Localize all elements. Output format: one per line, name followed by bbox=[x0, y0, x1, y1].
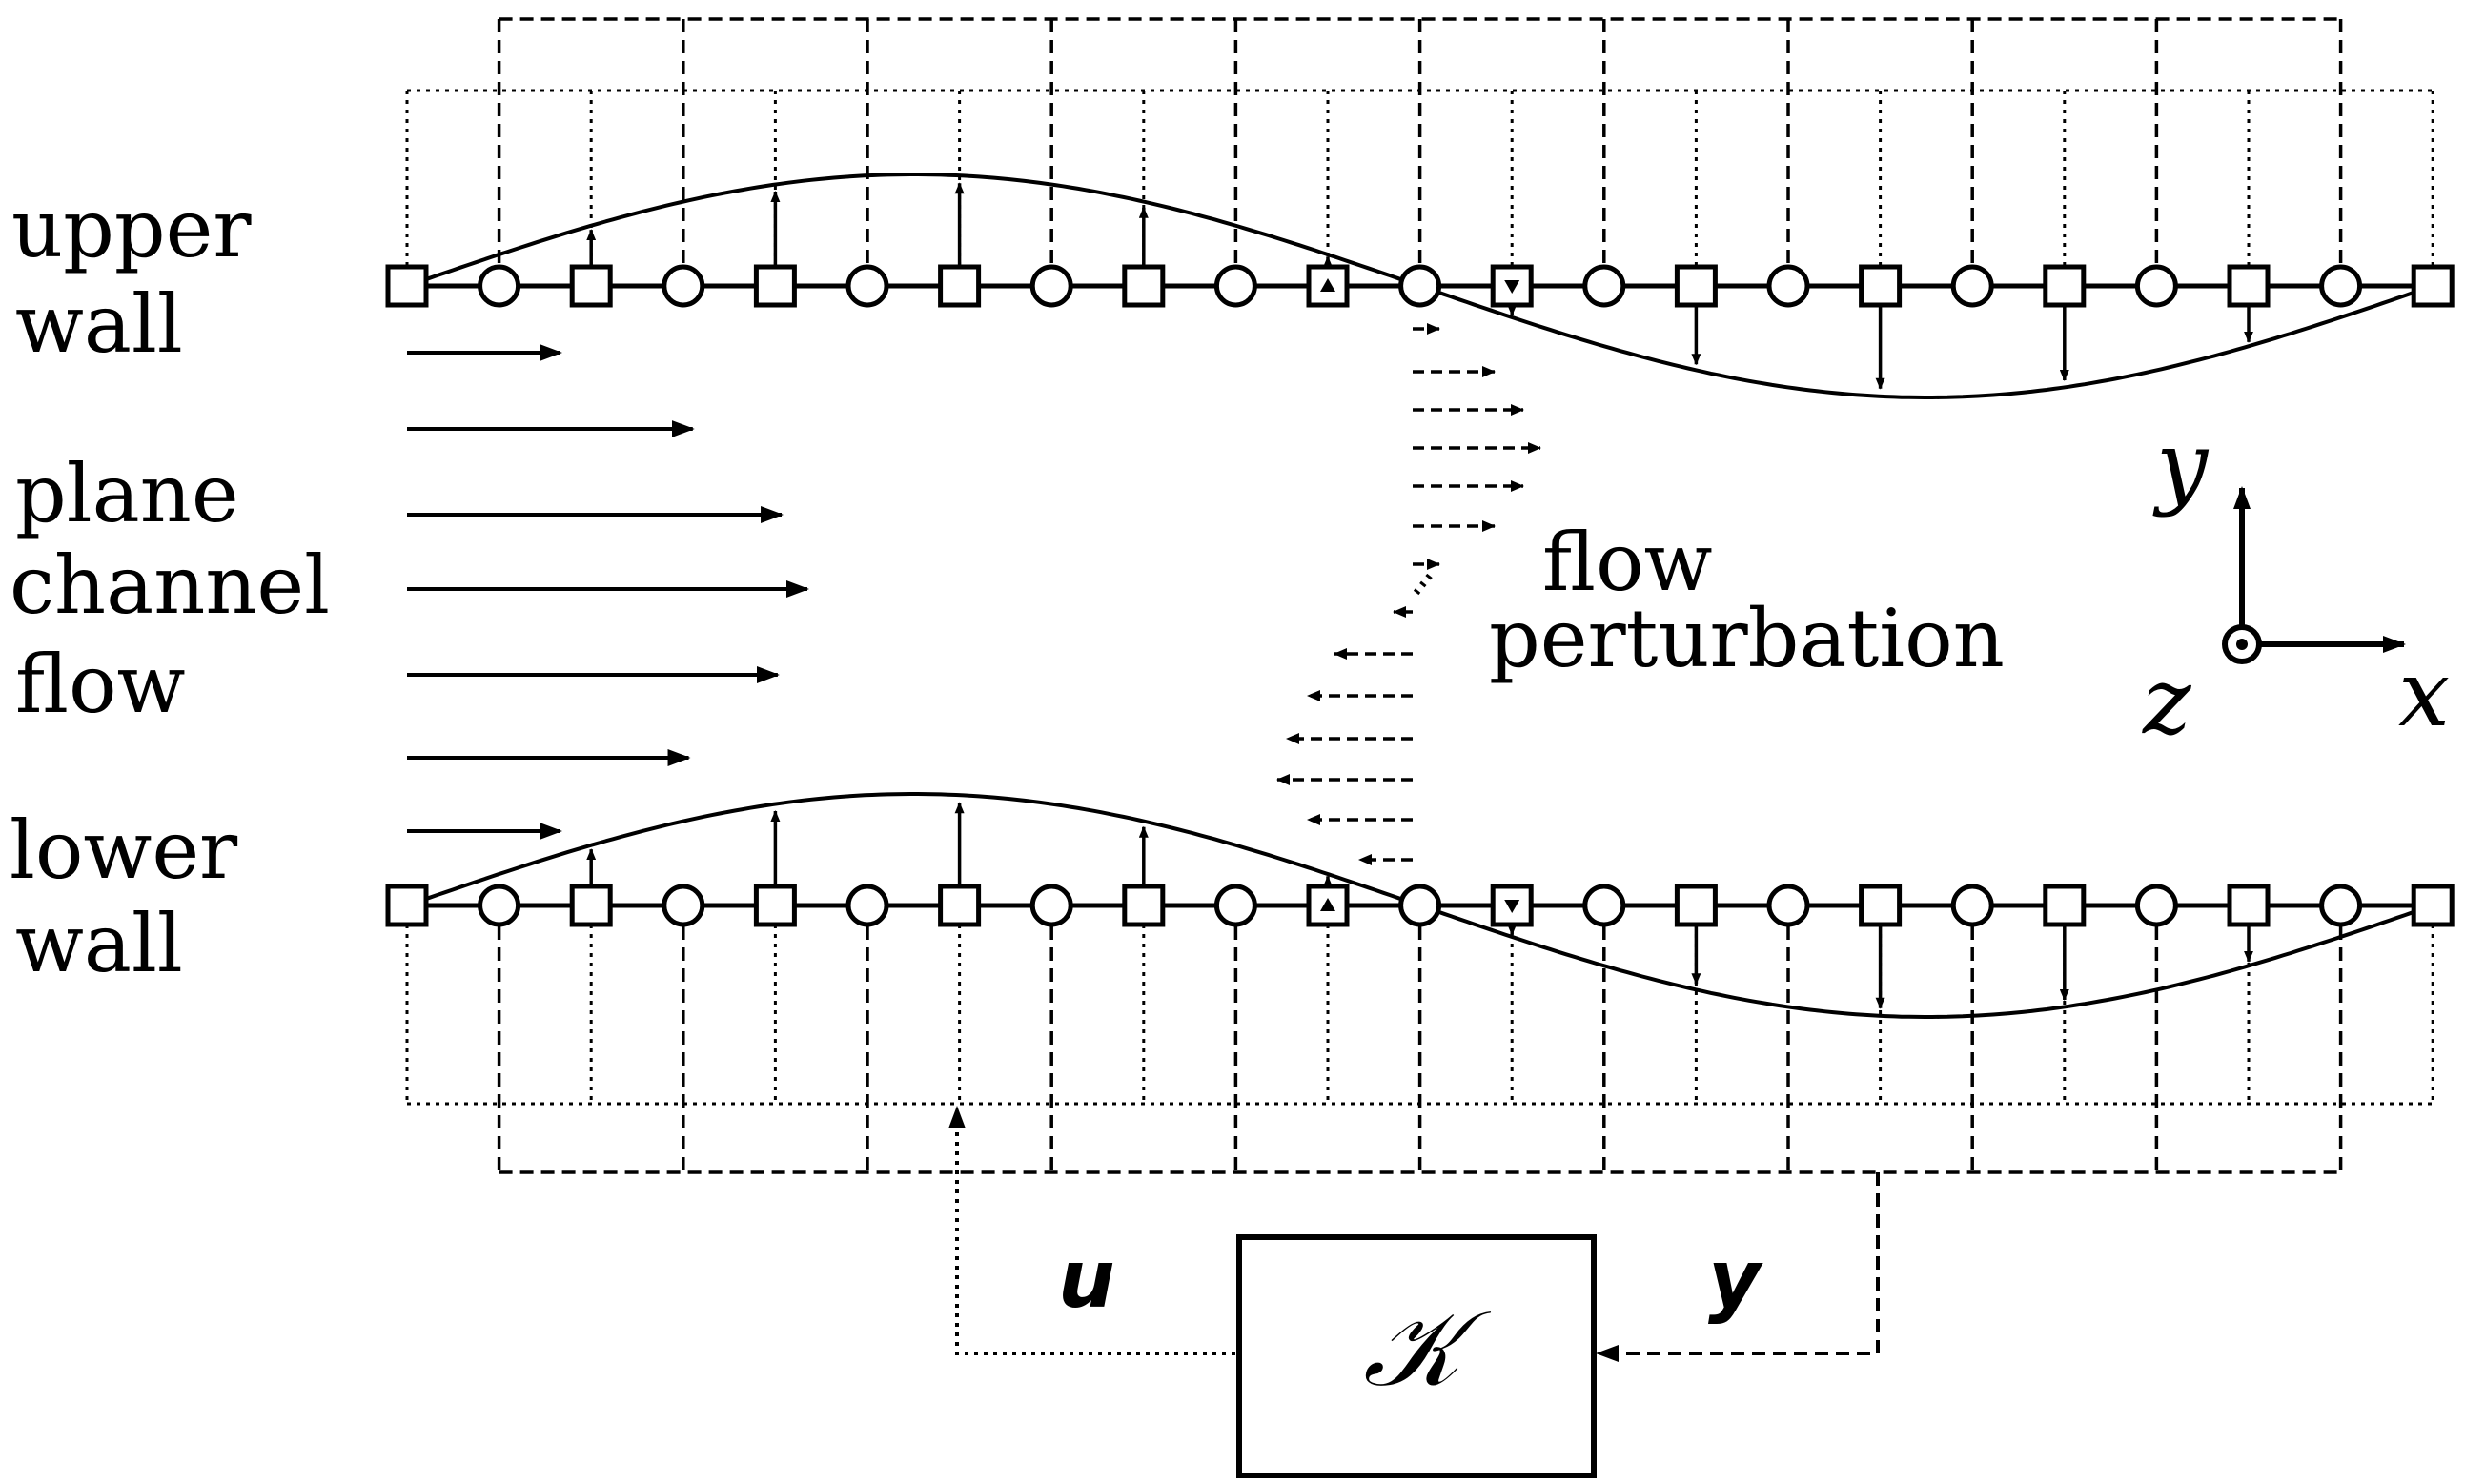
flow-perturbation-arrows bbox=[1276, 323, 1541, 865]
label-flow-perturbation-1: flow bbox=[1542, 516, 1713, 609]
upper-actuator-square bbox=[1122, 264, 1166, 308]
lower-actuator-square bbox=[2043, 884, 2087, 927]
lower-actuator-square bbox=[385, 884, 429, 927]
label-lower: lower bbox=[10, 803, 238, 897]
lower-sensor-circle bbox=[2134, 884, 2178, 927]
lower-sensor-circle bbox=[1398, 884, 1442, 927]
channel-walls bbox=[407, 283, 2434, 908]
crossing-tick bbox=[1504, 900, 1520, 913]
upper-actuator-square bbox=[1859, 264, 1903, 308]
lower-sensor-circle bbox=[478, 884, 521, 927]
upper-sensor-circle bbox=[662, 264, 705, 308]
upper-sensor-circle bbox=[1398, 264, 1442, 308]
upper-actuator-square bbox=[938, 264, 982, 308]
upper-actuator-square bbox=[2227, 264, 2271, 308]
signal-label-u: u bbox=[1058, 1232, 1115, 1326]
controller-symbol: 𝒦 bbox=[1363, 1288, 1461, 1410]
lower-sensor-circle bbox=[1213, 884, 1257, 927]
upper-sensor-circle bbox=[1582, 264, 1626, 308]
upper-sensor-circle bbox=[2319, 264, 2363, 308]
lower-sensor-circle bbox=[845, 884, 889, 927]
lower-sensor-circle bbox=[1029, 884, 1073, 927]
upper-sensor-circle bbox=[1213, 264, 1257, 308]
signal-label-y: y bbox=[1708, 1232, 1761, 1326]
upper-actuator-square bbox=[569, 264, 613, 308]
lower-actuator-square bbox=[569, 884, 613, 927]
lower-sensor-circle bbox=[1766, 884, 1810, 927]
lower-actuator-square bbox=[2227, 884, 2271, 927]
lower-sensor-circle bbox=[662, 884, 705, 927]
mean-flow-profile bbox=[407, 344, 809, 840]
coordinate-axes bbox=[2222, 486, 2406, 664]
controller-box bbox=[1236, 1234, 1597, 1478]
axis-label-y: y bbox=[2156, 412, 2209, 518]
upper-sensor-circle bbox=[845, 264, 889, 308]
axis-label-z: z bbox=[2143, 648, 2191, 755]
z-axis-dot bbox=[2236, 639, 2248, 650]
lower-sensor-circle bbox=[1582, 884, 1626, 927]
upper-actuator-square bbox=[753, 264, 797, 308]
crossing-tick bbox=[1504, 280, 1520, 294]
label-wall-lower: wall bbox=[15, 897, 183, 990]
lower-actuator-square bbox=[2411, 884, 2455, 927]
label-flow-perturbation-2: perturbation bbox=[1489, 592, 2005, 685]
lower-actuator-square bbox=[1859, 884, 1903, 927]
upper-actuator-square bbox=[385, 264, 429, 308]
axis-label-x: x bbox=[2398, 640, 2451, 747]
lower-sensor-circle bbox=[1950, 884, 1994, 927]
crossing-tick bbox=[1320, 278, 1335, 292]
upper-actuator-square bbox=[1674, 264, 1718, 308]
lower-actuator-square bbox=[1122, 884, 1166, 927]
label-flow: flow bbox=[15, 638, 186, 731]
upper-sensor-circle bbox=[1950, 264, 1994, 308]
upper-actuator-square bbox=[1490, 264, 1534, 308]
wall-markers bbox=[385, 264, 2455, 927]
lower-actuator-square bbox=[753, 884, 797, 927]
label-plane: plane bbox=[15, 447, 239, 540]
upper-actuator-square bbox=[2043, 264, 2087, 308]
label-wall-upper: wall bbox=[15, 277, 183, 371]
crossing-tick bbox=[1320, 898, 1335, 911]
sensor-actuator-wiring bbox=[405, 17, 2434, 1174]
upper-sensor-circle bbox=[478, 264, 521, 308]
perturbation-dots bbox=[1412, 573, 1433, 598]
lower-actuator-square bbox=[1674, 884, 1718, 927]
upper-sensor-circle bbox=[2134, 264, 2178, 308]
upper-sensor-circle bbox=[1766, 264, 1810, 308]
lower-sensor-circle bbox=[2319, 884, 2363, 927]
upper-actuator-square bbox=[2411, 264, 2455, 308]
actuator-signal-path bbox=[948, 1106, 1235, 1355]
label-upper: upper bbox=[11, 182, 252, 275]
sensor-signal-path bbox=[1596, 1172, 1880, 1362]
upper-sensor-circle bbox=[1029, 264, 1073, 308]
lower-actuator-square bbox=[938, 884, 982, 927]
feedback-loop bbox=[948, 1106, 1880, 1478]
label-channel: channel bbox=[10, 539, 330, 632]
